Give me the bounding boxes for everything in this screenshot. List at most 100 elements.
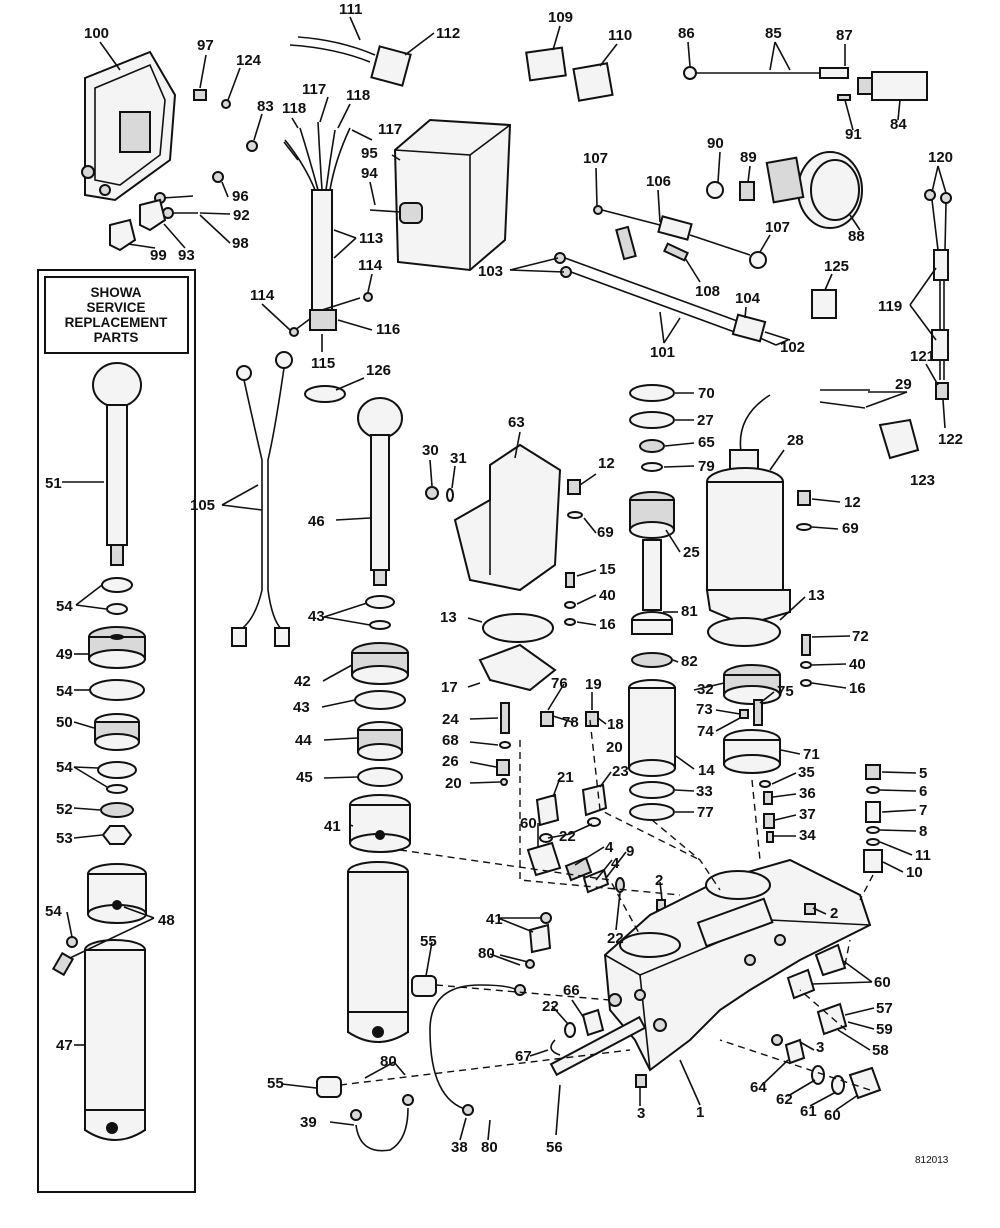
callout-65: 65 [698,434,715,451]
piston-rod-51 [92,362,142,566]
callout-12b: 12 [844,494,861,511]
callout-108: 108 [695,283,720,300]
callout-labels: 1 2 2 3 3 4 4 5 6 7 8 9 10 11 12 12 13 1… [45,1,963,1156]
inset-title-line-2: SERVICE [86,300,145,315]
callout-13a: 13 [440,609,457,626]
callout-34: 34 [799,827,816,844]
callout-72: 72 [852,628,869,645]
callout-74: 74 [697,723,714,740]
callout-122: 122 [938,431,963,448]
callout-103: 103 [478,263,503,280]
callout-107b: 107 [765,219,790,236]
reservoir-14 [628,679,676,777]
callout-124: 124 [236,52,262,69]
callout-41a: 41 [324,818,341,835]
callout-99: 99 [150,247,167,264]
callout-5: 5 [919,765,927,782]
callout-117a: 117 [302,81,326,98]
callout-107a: 107 [583,150,608,167]
callout-19: 19 [585,676,602,693]
callout-85: 85 [765,25,782,42]
leads-29 [819,389,870,409]
callout-41b: 41 [486,911,503,928]
callout-46: 46 [308,513,325,530]
tube-81 [631,539,673,635]
callout-60b: 60 [874,974,891,991]
callout-32: 32 [697,681,714,698]
inset-title-line-4: PARTS [94,330,139,345]
callout-15: 15 [599,561,616,578]
callout-77: 77 [697,804,714,821]
callout-8: 8 [919,823,927,840]
callout-110: 110 [608,27,632,44]
gauge-88 [765,151,863,229]
callout-27: 27 [697,412,714,429]
callout-78: 78 [562,714,579,731]
callout-94: 94 [361,165,378,182]
callout-71: 71 [803,746,820,763]
callout-114b: 114 [250,287,275,304]
callout-102: 102 [780,339,805,356]
callout-100: 100 [84,25,109,42]
callout-40b: 40 [849,656,866,673]
callout-88: 88 [848,228,865,245]
callout-54b: 54 [56,683,73,700]
callout-17: 17 [441,679,458,696]
callout-61: 61 [800,1103,817,1120]
callout-50: 50 [56,714,73,731]
callout-119: 119 [878,298,902,315]
callout-95: 95 [361,145,378,162]
callout-113: 113 [359,230,383,247]
motor-28 [705,394,791,627]
harness-113 [284,121,373,337]
callout-49: 49 [56,646,73,663]
callout-44: 44 [295,732,312,749]
callout-31: 31 [450,450,467,467]
callout-53: 53 [56,830,73,847]
callout-28: 28 [787,432,804,449]
callout-38: 38 [451,1139,468,1156]
drawing-number: 812013 [915,1155,949,1166]
callout-22c: 22 [542,998,559,1015]
shaft-56 [549,1015,647,1077]
callout-33: 33 [696,783,713,800]
callout-60a: 60 [520,815,537,832]
callout-68: 68 [442,732,459,749]
pump-63 [453,443,562,592]
callout-55a: 55 [420,933,437,950]
inset-title-line-1: SHOWA [90,285,141,300]
callout-79: 79 [698,458,715,475]
callout-3a: 3 [637,1105,645,1122]
callout-13b: 13 [808,587,825,604]
callout-4a: 4 [605,839,614,856]
callout-86: 86 [678,25,695,42]
callout-4b: 4 [611,855,620,872]
callout-54d: 54 [45,903,62,920]
cable-85 [683,66,849,80]
showa-service-parts-inset: SHOWA SERVICE REPLACEMENT PARTS [37,269,196,1193]
callout-48: 48 [158,912,175,929]
callout-12a: 12 [598,455,615,472]
callout-91: 91 [845,126,862,143]
callout-105: 105 [190,497,215,514]
cover-100 [81,50,177,202]
coupler-32 [723,664,781,705]
cylinder-head-48 [87,863,147,924]
callout-96: 96 [232,188,249,205]
callout-24: 24 [442,711,459,728]
callout-125: 125 [824,258,849,275]
callout-89: 89 [740,149,757,166]
leader-lines [99,16,947,1141]
callout-67: 67 [515,1048,532,1065]
callout-97: 97 [197,37,214,54]
callout-2a: 2 [655,872,663,889]
callout-90: 90 [707,135,724,152]
callout-9: 9 [626,843,634,860]
callout-43b: 43 [293,699,310,716]
piston-44 [357,721,403,761]
callout-16b: 16 [849,680,866,697]
callout-73: 73 [696,701,713,718]
callout-21: 21 [557,769,574,786]
callout-10: 10 [906,864,923,881]
callout-26: 26 [442,753,459,770]
